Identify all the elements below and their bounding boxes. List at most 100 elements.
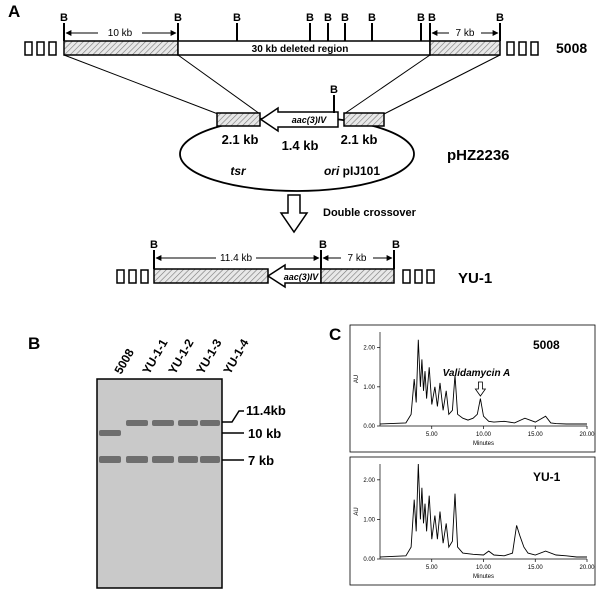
blot-membrane: [96, 378, 223, 589]
site-label: B: [428, 12, 436, 24]
panel-a: A 30 kb deleted region: [8, 2, 587, 289]
band-label: 11.4kb: [246, 403, 286, 418]
y-axis-label: AU: [354, 375, 360, 383]
lane-labels: 5008 YU-1-1 YU-1-2 YU-1-3 YU-1-4: [111, 336, 251, 376]
restriction-sites-wt: [63, 23, 501, 41]
left-arm-length: 2.1 kb: [222, 132, 259, 147]
site-label: B: [330, 84, 338, 96]
chromatogram-trace: [379, 463, 587, 558]
site-label: B: [341, 12, 349, 24]
site-label: B: [417, 12, 425, 24]
crossover-step-label: Double crossover: [323, 207, 417, 219]
band: [152, 420, 174, 426]
plasmid-right-arm: [343, 112, 385, 127]
y-axis-label: AU: [354, 507, 360, 515]
strain-5008-label: 5008: [556, 40, 587, 56]
band: [99, 430, 121, 436]
x-tick-label: 5.00: [426, 432, 438, 438]
lane-label: YU-1-4: [220, 336, 251, 376]
strain-yu1-label: YU-1: [458, 270, 492, 287]
label-knockout: [98, 27, 142, 38]
x-axis-label: Minutes: [473, 441, 494, 447]
site-label: B: [174, 12, 182, 24]
band-label: 10 kb: [248, 426, 281, 441]
mutant-right-distance-label: 7 kb: [348, 253, 367, 264]
site-label: B: [324, 12, 332, 24]
y-tick-label: 1.00: [363, 385, 375, 391]
band-marker-lines: [222, 410, 244, 461]
y-tick-label: 0.00: [363, 557, 375, 563]
x-tick-label: 20.00: [579, 565, 595, 571]
site-label: B: [368, 12, 376, 24]
mutant-left-distance-label: 11.4 kb: [220, 253, 252, 264]
band: [126, 456, 148, 463]
flank-boxes-right: [402, 269, 435, 284]
band: [178, 456, 198, 463]
series-name: 5008: [533, 338, 560, 352]
band: [178, 420, 198, 426]
plasmid-left-arm: [216, 112, 261, 127]
peak-annotation: Validamycin A: [443, 368, 511, 379]
flank-boxes-right: [506, 41, 539, 56]
flank-boxes-left: [116, 269, 149, 284]
wild-type-chromosome: 30 kb deleted region B B B B B B: [24, 12, 587, 56]
cassette-label: aac(3)IV: [292, 115, 328, 125]
ori-name: pIJ101: [343, 164, 381, 178]
panel-a-label: A: [8, 2, 20, 21]
lane-label: YU-1-3: [193, 336, 224, 376]
lane-label: YU-1-2: [165, 336, 196, 376]
flank-boxes-left: [24, 41, 57, 56]
lane-label: 5008: [111, 346, 137, 376]
band: [126, 420, 148, 426]
x-tick-label: 10.00: [476, 565, 492, 571]
band: [99, 456, 121, 463]
label-knockout: [341, 252, 373, 263]
restriction-site-labels-wt: B B B B B B B B B B: [60, 12, 504, 24]
x-tick-label: 20.00: [579, 432, 595, 438]
right-flank-region: [429, 40, 501, 56]
x-axis-label: Minutes: [473, 574, 494, 580]
series-name: YU-1: [533, 470, 561, 484]
panel-b-label: B: [28, 334, 40, 353]
chromatogram-trace: [379, 339, 587, 425]
x-tick-label: 5.00: [426, 565, 438, 571]
band: [200, 420, 220, 426]
plasmid: aac(3)IV B 2.1 kb 1.4 kb 2.1 kb tsr ori …: [179, 84, 510, 192]
band: [152, 456, 174, 463]
mutant-cassette-label: aac(3)IV: [284, 272, 320, 282]
x-tick-label: 15.00: [528, 565, 544, 571]
site-label: B: [150, 239, 158, 251]
site-label: B: [60, 12, 68, 24]
x-tick-label: 15.00: [528, 432, 544, 438]
y-tick-label: 2.00: [363, 346, 375, 352]
chart-frame: [349, 456, 596, 586]
mutant-right-flank: [320, 268, 395, 284]
y-tick-label: 0.00: [363, 424, 375, 430]
mutant-left-flank: [153, 268, 269, 284]
x-tick-label: 10.00: [476, 432, 492, 438]
left-flank-region: [63, 40, 179, 56]
peak-annotation-arrow: [474, 381, 487, 397]
band-label: 7 kb: [248, 453, 274, 468]
plasmid-name: pHZ2236: [447, 147, 510, 164]
right-arm-length: 2.1 kb: [341, 132, 378, 147]
blot-bands: [99, 420, 220, 463]
crossover-step-arrow: [279, 194, 309, 234]
left-distance-label: 10 kb: [108, 28, 133, 39]
panel-c-label: C: [329, 325, 341, 344]
site-label: B: [392, 239, 400, 251]
site-label: B: [233, 12, 241, 24]
label-knockout: [449, 27, 481, 38]
right-distance-label: 7 kb: [456, 28, 475, 39]
y-tick-label: 2.00: [363, 478, 375, 484]
crossover-lines: [63, 54, 501, 115]
cassette-length: 1.4 kb: [282, 138, 319, 153]
deleted-region-label: 30 kb deleted region: [252, 44, 349, 55]
site-label: B: [306, 12, 314, 24]
label-knockout: [216, 252, 256, 263]
restriction-sites-mutant: [153, 250, 395, 269]
